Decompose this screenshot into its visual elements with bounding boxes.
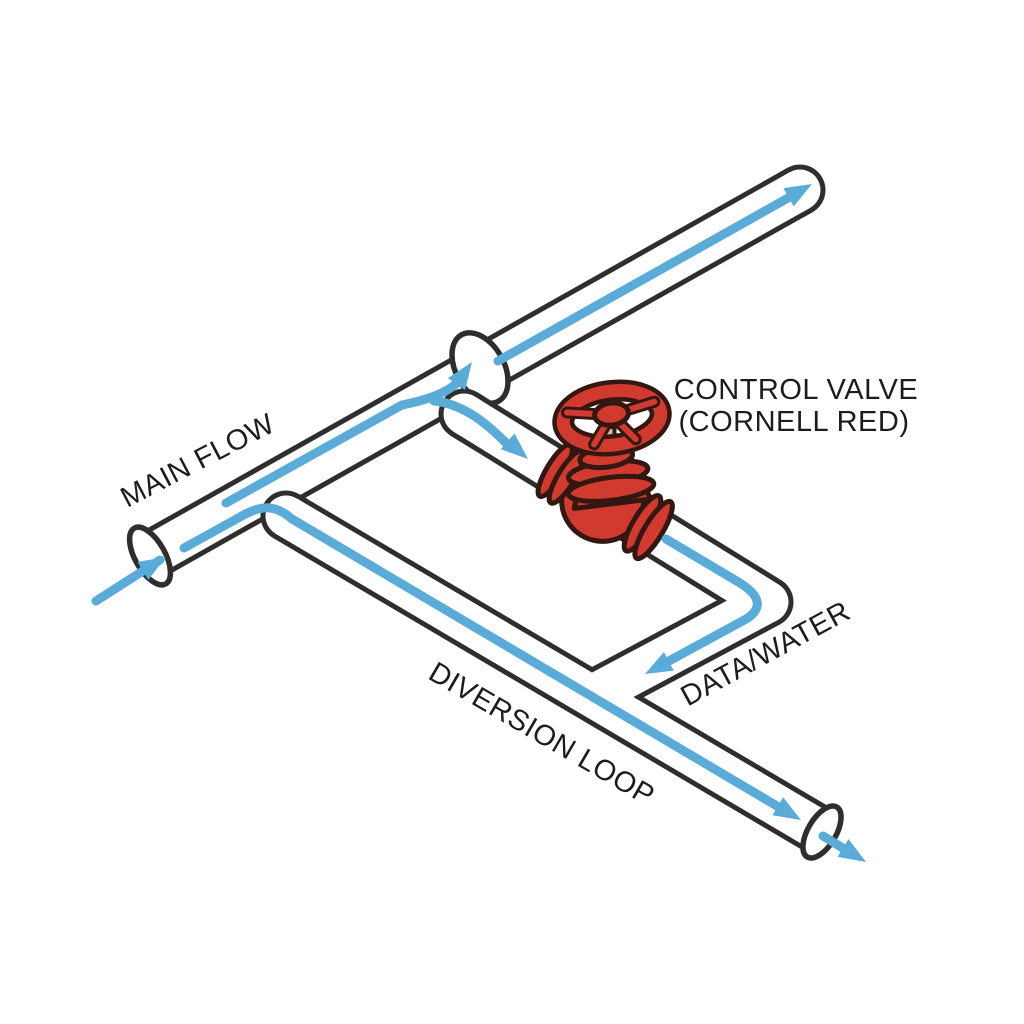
arrowhead-main-continue <box>447 362 472 391</box>
valve-outlet-flange <box>632 498 675 562</box>
arrowhead-exit <box>837 838 866 862</box>
valve-handwheel <box>552 379 672 457</box>
arrowhead-main-upper <box>783 184 812 207</box>
label-control-valve-line2: (CORNELL RED) <box>678 406 909 438</box>
flow-line-main-to-diversion <box>179 503 787 814</box>
flow-line-valve-outlet <box>651 534 762 673</box>
flow-arrowheads <box>137 184 866 862</box>
flow-line-into-branch <box>429 396 516 453</box>
flow-line-main-upper <box>493 193 793 366</box>
main-pipe-open-end <box>126 524 174 588</box>
control-valve <box>535 379 675 562</box>
valve-bonnet <box>565 444 657 511</box>
arrowhead-into-branch <box>500 433 528 459</box>
handwheel-hub <box>592 400 631 428</box>
label-control-valve: CONTROL VALVE (CORNELL RED) <box>674 374 918 438</box>
arrowhead-inlet <box>137 557 166 580</box>
arrowhead-diversion <box>772 797 801 820</box>
label-control-valve-line1: CONTROL VALVE <box>674 374 918 406</box>
arrowhead-return <box>645 652 674 674</box>
